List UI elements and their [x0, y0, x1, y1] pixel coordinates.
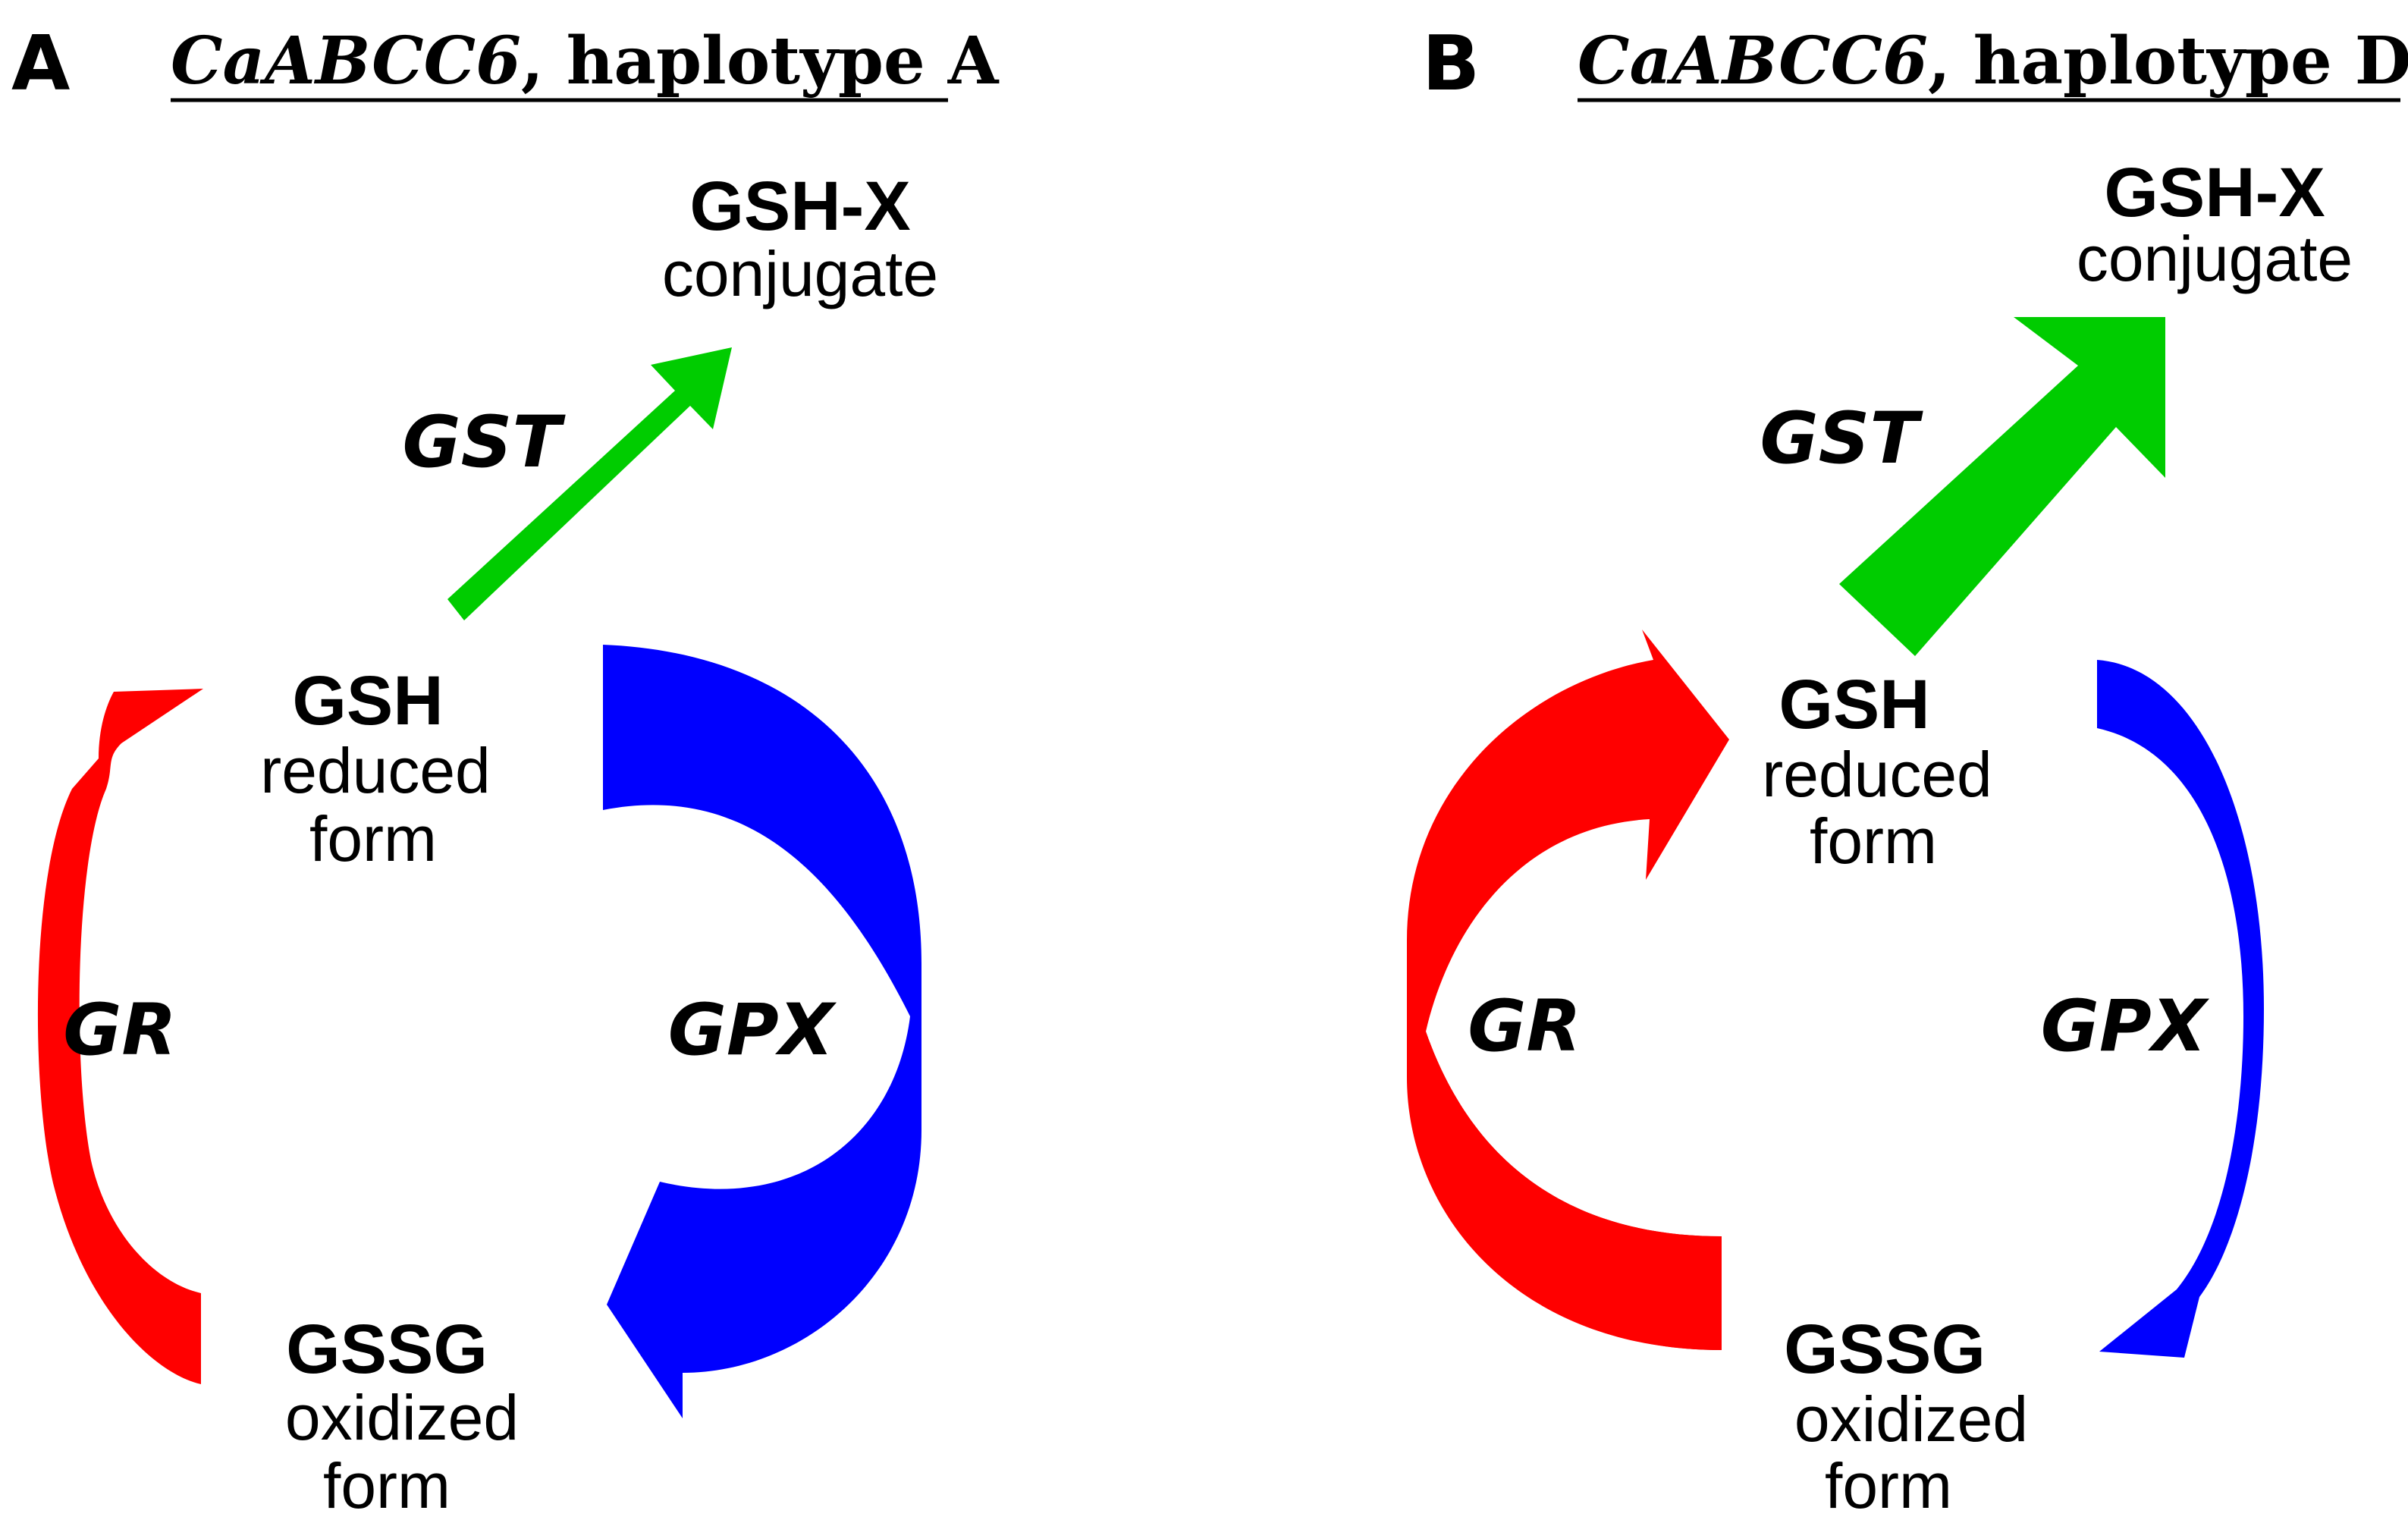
panel-b-gr-arrow — [1407, 630, 1729, 1350]
panel-a-conjugate-desc: conjugate — [662, 238, 938, 309]
panel-b-gsh-name: GSH — [1779, 666, 1929, 743]
panel-a-title-gene: CaABCC6 — [171, 23, 521, 99]
panel-b-gst-arrow — [1839, 317, 2165, 656]
panel-a-gpx-arrow — [603, 645, 921, 1418]
panel-b-title-gene: CaABCC6 — [1578, 23, 1928, 99]
panel-a-gssg-name: GSSG — [286, 1311, 488, 1388]
panel-a-gssg-desc-1: oxidized — [285, 1382, 519, 1453]
panel-b-gssg-desc-1: oxidized — [1794, 1383, 2028, 1455]
panel-b-gssg-name: GSSG — [1784, 1311, 1986, 1388]
panel-b: B CaABCC6, haplotype D2 GSH-X conjugate … — [1407, 19, 2408, 1521]
panel-b-gssg-desc-2: form — [1825, 1450, 1952, 1521]
panel-a-gssg-desc-2: form — [323, 1450, 451, 1521]
panel-b-gsh-desc-1: reduced — [1762, 739, 1992, 810]
panel-b-gr-label: GR — [1468, 985, 1581, 1068]
panel-b-gsh-desc-2: form — [1810, 805, 1937, 877]
panel-a-title: CaABCC6, haplotype A — [171, 23, 1000, 99]
panel-a-gst-arrow — [447, 347, 732, 620]
panel-a-gpx-label: GPX — [668, 989, 837, 1072]
panel-a-gr-label: GR — [63, 989, 177, 1072]
panel-a: A CaABCC6, haplotype A GSH-X conjugate G… — [11, 19, 1000, 1521]
panel-a-conjugate-name: GSH-X — [689, 168, 910, 245]
panel-b-letter: B — [1422, 19, 1480, 108]
panel-b-gpx-arrow — [2097, 660, 2264, 1358]
panel-b-conjugate-desc: conjugate — [2077, 223, 2353, 294]
panel-a-gst-label: GST — [403, 401, 567, 484]
panel-b-title-rest: , haplotype D2 — [1928, 23, 2408, 99]
panel-b-gst-label: GST — [1760, 397, 1924, 480]
panel-b-conjugate-name: GSH-X — [2104, 154, 2325, 231]
panel-a-gr-arrow — [37, 689, 203, 1384]
panel-a-gsh-name: GSH — [292, 662, 443, 740]
panel-a-title-rest: , haplotype A — [521, 23, 1000, 99]
panel-a-gsh-desc-2: form — [309, 803, 437, 875]
panel-a-letter: A — [11, 19, 70, 108]
panel-b-title: CaABCC6, haplotype D2 — [1578, 23, 2408, 99]
panel-a-gsh-desc-1: reduced — [260, 735, 491, 806]
panel-b-gpx-label: GPX — [2041, 985, 2210, 1068]
